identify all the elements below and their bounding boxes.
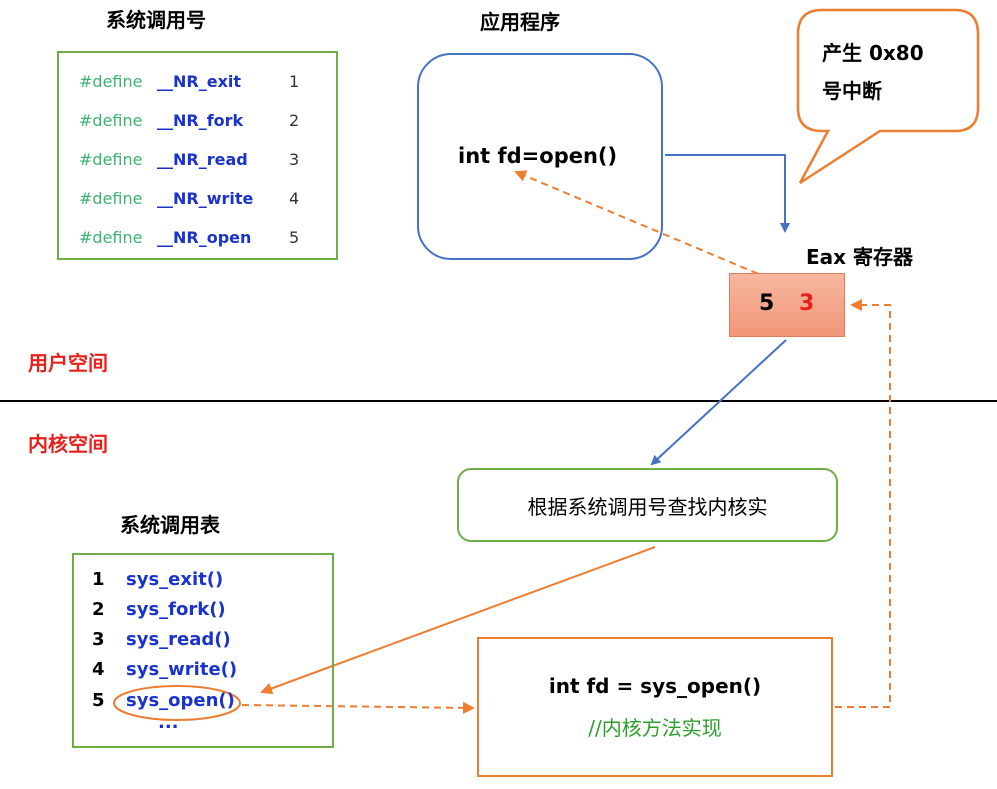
define-keyword: #define bbox=[79, 228, 143, 247]
syscall-numbers-box: #define __NR_exit 1 #define __NR_fork 2 … bbox=[57, 51, 338, 260]
define-name: __NR_open bbox=[157, 228, 252, 247]
bubble-line: 号中断 bbox=[822, 79, 882, 103]
define-keyword: #define bbox=[79, 111, 143, 130]
define-number: 1 bbox=[289, 72, 300, 91]
interrupt-bubble bbox=[796, 8, 980, 185]
define-number: 2 bbox=[289, 111, 300, 130]
impl-to-eax-return-arrow bbox=[835, 299, 891, 708]
app-code: int fd=open() bbox=[458, 144, 618, 168]
table-row-number: 5 bbox=[92, 690, 105, 711]
table-row-function: sys_fork() bbox=[126, 599, 226, 620]
bubble-line: 产生 0x80 bbox=[822, 41, 924, 65]
table-row-function: sys_write() bbox=[126, 659, 238, 680]
app-to-eax-arrow bbox=[665, 154, 790, 233]
define-name: __NR_fork bbox=[157, 111, 244, 130]
syscall-numbers-title: 系统调用号 bbox=[106, 8, 206, 32]
kernel-space-label: 内核空间 bbox=[28, 432, 108, 456]
application-title: 应用程序 bbox=[480, 10, 560, 34]
define-number: 5 bbox=[289, 228, 300, 247]
eax-title: Eax 寄存器 bbox=[806, 245, 914, 269]
table-row-function: sys_exit() bbox=[126, 569, 224, 590]
kernel-impl-box bbox=[477, 637, 833, 777]
syscall-table-box bbox=[72, 553, 334, 748]
define-number: 3 bbox=[289, 150, 300, 169]
eax-to-lookup-arrow bbox=[650, 339, 787, 466]
table-row-number: 2 bbox=[92, 599, 105, 620]
eax-return-value: 3 bbox=[799, 291, 815, 316]
syscall-table-title: 系统调用表 bbox=[120, 513, 220, 537]
interrupt-bubble-text: 产生 0x80 号中断 bbox=[822, 34, 962, 110]
lookup-to-table-arrow bbox=[260, 546, 656, 695]
eax-syscall-number: 5 bbox=[759, 291, 775, 316]
define-name: __NR_write bbox=[157, 189, 254, 208]
table-ellipsis: ... bbox=[158, 712, 179, 733]
user-space-label: 用户空间 bbox=[28, 351, 108, 375]
lookup-box: 根据系统调用号查找内核实 bbox=[457, 468, 838, 542]
sys-open-highlight bbox=[113, 685, 241, 721]
define-name: __NR_exit bbox=[157, 72, 242, 91]
define-keyword: #define bbox=[79, 189, 143, 208]
table-row-function: sys_read() bbox=[126, 629, 231, 650]
application-box bbox=[417, 53, 663, 260]
impl-comment: //内核方法实现 bbox=[588, 716, 722, 740]
define-name: __NR_read bbox=[157, 150, 248, 169]
define-keyword: #define bbox=[79, 72, 143, 91]
table-to-impl-arrow bbox=[241, 701, 475, 714]
eax-register-box bbox=[729, 273, 845, 337]
table-row-function: sys_open() bbox=[126, 690, 235, 711]
define-keyword: #define bbox=[79, 150, 143, 169]
table-row-number: 3 bbox=[92, 629, 105, 650]
impl-code: int fd = sys_open() bbox=[548, 674, 762, 698]
table-row-number: 4 bbox=[92, 659, 105, 680]
table-row-number: 1 bbox=[92, 569, 105, 590]
define-number: 4 bbox=[289, 189, 300, 208]
